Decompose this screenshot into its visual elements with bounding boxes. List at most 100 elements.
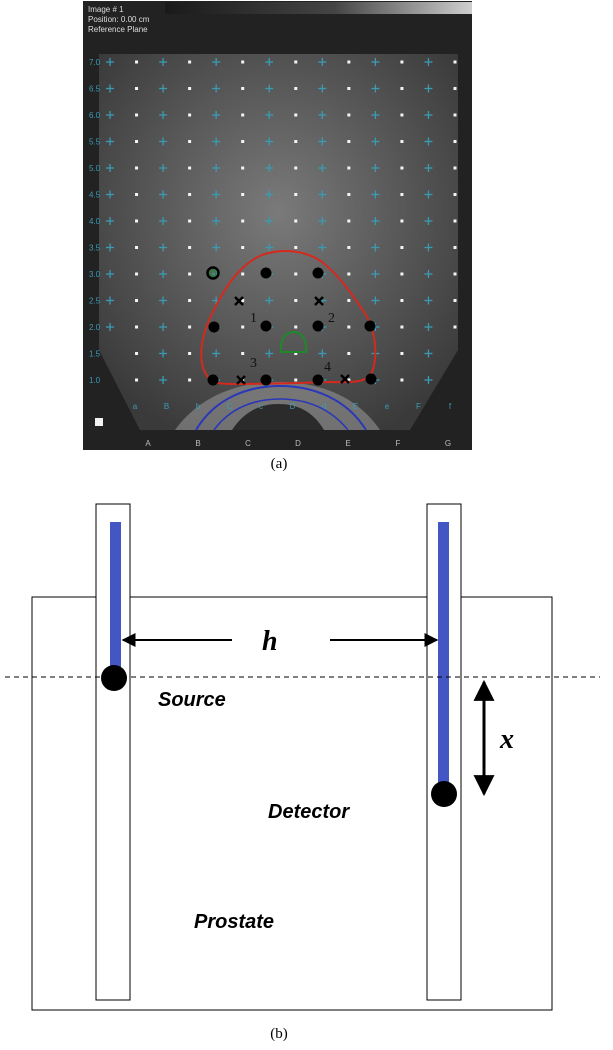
grid-white-mark (347, 272, 351, 276)
grid-plus-mark (159, 190, 168, 199)
x-marker (236, 375, 246, 385)
grid-white-mark (135, 219, 139, 223)
needle-dot (208, 321, 220, 333)
grid-plus-mark (424, 58, 433, 66)
grid-white-mark (241, 219, 245, 223)
grid-plus-mark (159, 349, 168, 358)
grid-plus-mark (318, 58, 327, 66)
detector-label: Detector (268, 801, 350, 823)
grid-plus-mark (212, 164, 221, 172)
grid-plus-mark (318, 84, 327, 93)
prostate-label: Prostate (194, 911, 274, 933)
rectum-contour-outer (195, 384, 367, 431)
grid-plus-mark (265, 296, 274, 305)
grid-plus-mark (424, 111, 433, 119)
grid-white-mark (453, 87, 457, 90)
overlay-text-line1: Image # 1 (88, 5, 124, 14)
grid-white-mark (400, 352, 404, 355)
grid-plus-mark (159, 84, 168, 93)
grid-white-mark (135, 272, 139, 276)
grid-plus-mark (159, 137, 168, 146)
grid-white-mark (241, 60, 245, 64)
grid-plus-mark (159, 243, 168, 252)
needle-number-2: 2 (328, 311, 335, 326)
grid-white-mark (135, 299, 139, 302)
grid-plus-mark (106, 323, 114, 331)
grid-white-mark (188, 87, 192, 90)
grid-white-mark (135, 87, 139, 90)
grid-white-mark (400, 193, 404, 196)
grid-white-mark (241, 166, 245, 170)
grid-white-mark (188, 166, 192, 170)
grid-plus-mark (212, 217, 221, 225)
grid-plus-mark (318, 349, 327, 358)
needle-dot (260, 267, 272, 279)
grid-white-mark (400, 140, 404, 143)
grid-plus-mark (424, 323, 433, 331)
ultrasound-header-bar (165, 2, 472, 14)
grid-plus-mark (371, 164, 380, 172)
x-letter-label: D (290, 402, 296, 411)
grid-white-mark (241, 193, 245, 196)
ultrasound-fan (99, 54, 458, 430)
grid-plus-mark (371, 137, 380, 146)
grid-white-mark (400, 60, 404, 64)
grid-white-mark (400, 299, 404, 302)
x-letter-label: B (164, 402, 169, 411)
grid-white-mark (188, 193, 192, 196)
grid-white-mark (294, 60, 298, 64)
panel-a-ultrasound: Image # 1 Position: 0.00 cm Reference Pl… (83, 1, 472, 450)
grid-plus-mark (159, 296, 168, 305)
grid-white-mark (241, 246, 245, 249)
grid-plus-mark (159, 164, 168, 172)
grid-plus-mark (212, 58, 221, 66)
grid-plus-mark (106, 243, 114, 252)
grid-white-mark (294, 325, 298, 329)
grid-plus-mark (265, 84, 274, 93)
grid-plus-mark (212, 137, 221, 146)
grid-white-mark (188, 272, 192, 276)
grid-white-mark (241, 87, 245, 90)
grid-white-mark (188, 219, 192, 223)
grid-plus-mark (424, 349, 433, 358)
grid-white-mark (347, 246, 351, 249)
grid-white-mark (135, 325, 139, 329)
grid-white-mark (294, 246, 298, 249)
needle-dot (365, 373, 377, 385)
grid-white-mark (400, 325, 404, 329)
grid-plus-mark (424, 376, 433, 384)
detector-needle (438, 522, 449, 792)
grid-plus-mark (159, 111, 168, 119)
y-tick-label: 6.0 (89, 111, 101, 120)
x-marker (340, 374, 350, 384)
x-letter-label: c (259, 402, 263, 411)
grid-plus-mark (106, 164, 114, 172)
needle-number-1: 1 (250, 311, 257, 326)
grid-plus-mark (106, 58, 114, 66)
needle-dot (260, 374, 272, 386)
y-tick-label: 6.5 (89, 85, 101, 94)
grid-plus-mark (371, 190, 380, 199)
y-tick-label: 4.5 (89, 191, 101, 200)
grid-white-mark (347, 166, 351, 170)
grid-plus-mark (424, 217, 433, 225)
grid-white-mark (135, 352, 139, 355)
grid-white-mark (453, 113, 457, 117)
x-letter-label: d (322, 402, 326, 411)
grid-white-mark (347, 352, 351, 355)
grid-white-mark (188, 246, 192, 249)
bottom-letter-label: D (295, 439, 301, 448)
grid-white-mark (347, 378, 351, 382)
distance-h-label: h (262, 626, 278, 657)
needle-dot (207, 374, 219, 386)
grid-plus-mark (318, 111, 327, 119)
grid-white-mark (294, 166, 298, 170)
grid-white-mark (453, 140, 457, 143)
panel-b-schematic: h x Source Detector Prostate (5, 503, 600, 1011)
grid-plus-mark (106, 217, 114, 225)
grid-plus-mark (106, 296, 114, 305)
grid-plus-mark (318, 217, 327, 225)
grid-white-mark (135, 60, 139, 64)
grid-white-mark (453, 166, 457, 170)
grid-white-mark (188, 378, 192, 382)
